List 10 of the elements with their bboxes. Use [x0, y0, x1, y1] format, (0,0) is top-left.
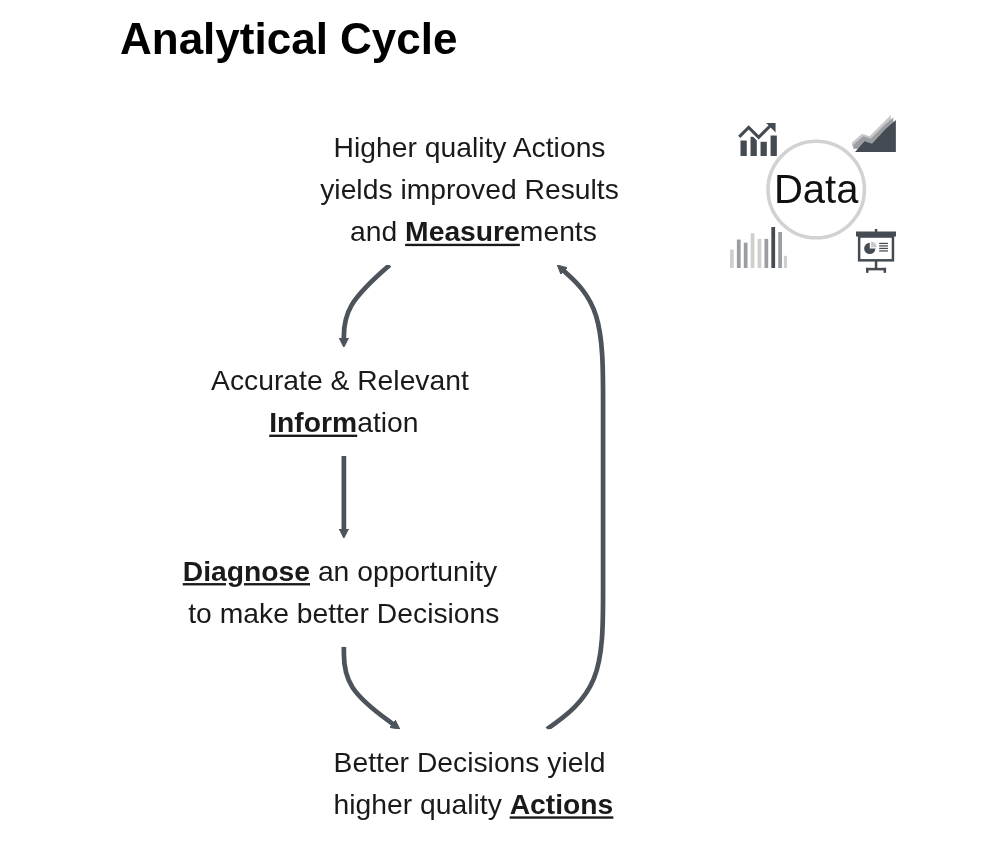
node-circle: Data: [766, 139, 867, 240]
diagram-title: Analytical Cycle: [120, 14, 458, 64]
arrow: [338, 455, 350, 539]
arrow: [341, 646, 401, 730]
node-text: Diagnose an opportunity to make better Decisions: [182, 554, 500, 630]
arrow: [545, 264, 606, 732]
node-text: Accurate & Relevant Information: [211, 363, 469, 439]
node-text: Higher quality Actions yields improved Results and Measurements: [320, 130, 619, 248]
arrow: [338, 263, 392, 348]
node-text: Better Decisions yield higher quality Actions: [333, 745, 614, 820]
